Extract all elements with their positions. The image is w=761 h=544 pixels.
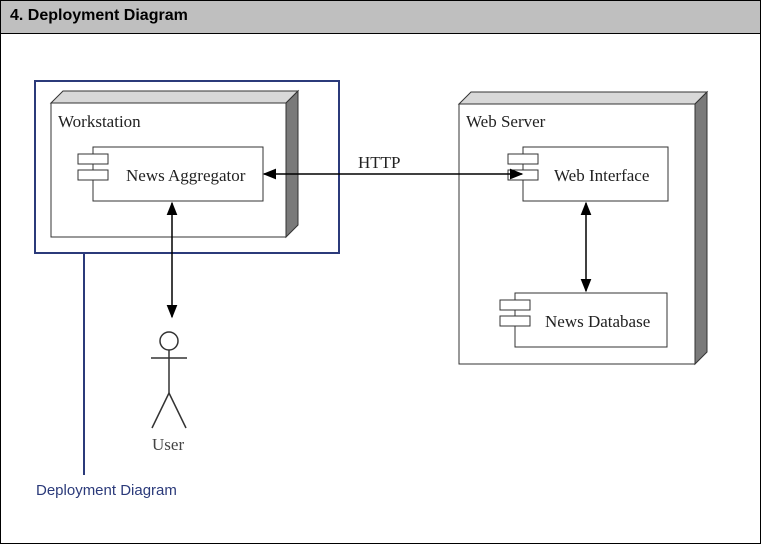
workstation-highlight-box [34, 80, 340, 254]
section-title: 4. Deployment Diagram [10, 7, 188, 24]
news-database-label: News Database [545, 312, 650, 331]
section-header: 4. Deployment Diagram [1, 1, 760, 34]
web-interface-component [507, 146, 669, 202]
annotation-label: Deployment Diagram [36, 482, 177, 499]
workstation-label: Workstation [58, 112, 141, 131]
news-aggregator-label: News Aggregator [126, 166, 246, 185]
user-label: User [152, 435, 184, 454]
news-database-component [499, 292, 668, 348]
web-interface-label: Web Interface [554, 166, 649, 185]
web-server-label: Web Server [466, 112, 546, 131]
http-label: HTTP [358, 153, 401, 172]
news-aggregator-component [77, 146, 264, 202]
user-actor-icon [151, 331, 187, 429]
